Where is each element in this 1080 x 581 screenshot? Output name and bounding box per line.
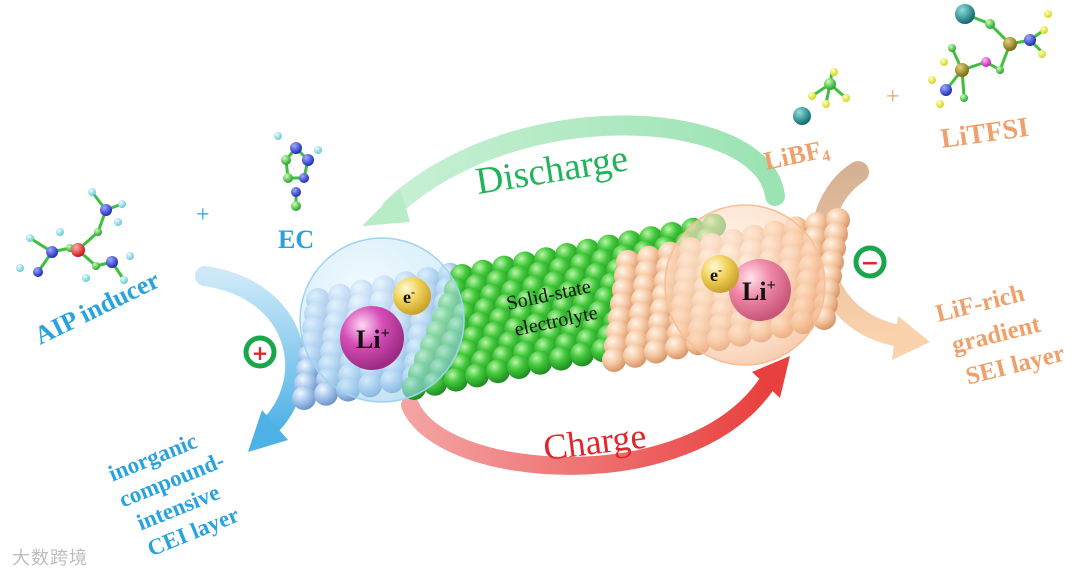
cei-label: inorganic compound- intensive CEI layer xyxy=(105,428,243,561)
electrolyte-sphere xyxy=(507,355,531,379)
li-ion-left-label: Li+ xyxy=(356,325,390,354)
electron-right-text: e xyxy=(710,265,718,285)
charge-arrow xyxy=(401,356,790,475)
libf4-label-subscript: 4 xyxy=(821,148,832,166)
electrolyte-sphere xyxy=(528,350,552,375)
plus-sign-left: + xyxy=(196,202,210,228)
anode-sphere xyxy=(623,343,647,368)
anode-sphere xyxy=(602,348,626,372)
electron-left xyxy=(393,277,431,315)
libf4-molecule xyxy=(793,68,850,125)
aip-inducer-label: AIP inducer xyxy=(30,265,164,350)
li-ion-left-text: Li xyxy=(356,325,381,354)
plus-badge-symbol: + xyxy=(252,341,269,365)
electrolyte-sphere xyxy=(444,367,468,392)
watermark-text: 大数跨境 xyxy=(12,548,88,569)
sei-label: LiF-rich gradient SEI layer xyxy=(933,280,1067,391)
cei-arrow xyxy=(195,266,306,452)
aip-molecule xyxy=(16,188,134,284)
electron-left-label: e- xyxy=(403,285,415,307)
electron-right xyxy=(701,255,739,293)
watermark: 大数跨境 xyxy=(12,544,88,570)
libf4-label-main: LiBF xyxy=(761,135,824,175)
li-ion-left xyxy=(340,306,404,370)
li-ion-right xyxy=(729,259,791,321)
libf4-label: LiBF4 xyxy=(761,134,832,178)
electron-right-label: e- xyxy=(710,263,722,285)
electron-right-sup: - xyxy=(718,263,722,277)
li-ion-right-label: Li+ xyxy=(742,277,776,306)
litfsi-molecule xyxy=(928,4,1052,108)
plus-sign-right: + xyxy=(886,84,900,110)
cathode-sphere xyxy=(292,386,316,410)
li-ion-right-text: Li xyxy=(742,277,767,306)
cathode-sphere xyxy=(314,381,338,406)
li-ion-right-sup: + xyxy=(767,277,776,294)
electron-left-text: e xyxy=(403,287,411,307)
anode-sphere xyxy=(644,339,668,364)
li-ion-left-sup: + xyxy=(381,325,390,342)
minus-badge-symbol: − xyxy=(861,251,879,276)
anode-sphere xyxy=(665,335,689,360)
minus-badge xyxy=(853,245,887,279)
electrolyte-sphere xyxy=(486,359,510,384)
ec-molecule xyxy=(274,132,322,211)
ec-label: EC xyxy=(278,225,314,254)
electrolyte-sphere xyxy=(465,363,489,388)
plus-badge xyxy=(243,335,277,369)
discharge-arrow xyxy=(362,115,785,226)
electrolyte-sphere xyxy=(549,346,573,371)
litfsi-label: LiTFSI xyxy=(939,112,1031,155)
electron-left-sup: - xyxy=(411,285,415,299)
electrolyte-sphere xyxy=(570,342,594,367)
